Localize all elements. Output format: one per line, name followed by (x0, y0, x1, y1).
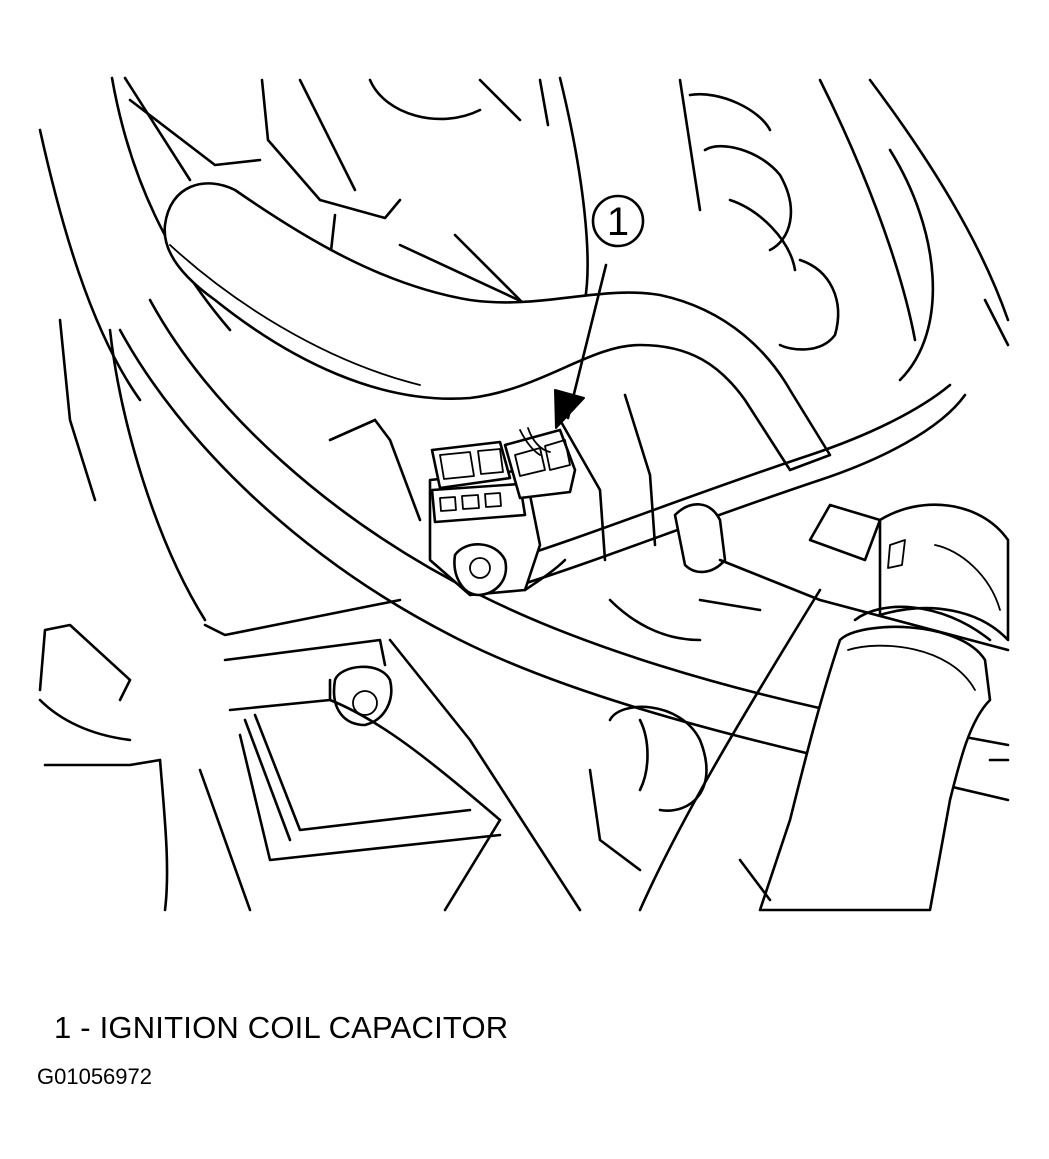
small-hose (508, 383, 967, 587)
legend-caption: 1 - IGNITION COIL CAPACITOR (54, 1010, 509, 1045)
ignition-coil-capacitor (328, 393, 657, 597)
vertical-pipe (638, 588, 992, 912)
upper-hose (163, 182, 832, 472)
callout-number: 1 (607, 200, 629, 244)
lower-components (588, 558, 1010, 902)
valve-cover-bracket (38, 598, 582, 912)
engine-illustration: 1 (38, 76, 1010, 912)
hose-clamp (808, 503, 1010, 642)
callout-arrow-icon (554, 263, 608, 429)
engine-background-lines (38, 76, 1010, 622)
figure-id: G01056972 (37, 1064, 152, 1089)
callout-bubble: 1 (591, 194, 645, 248)
